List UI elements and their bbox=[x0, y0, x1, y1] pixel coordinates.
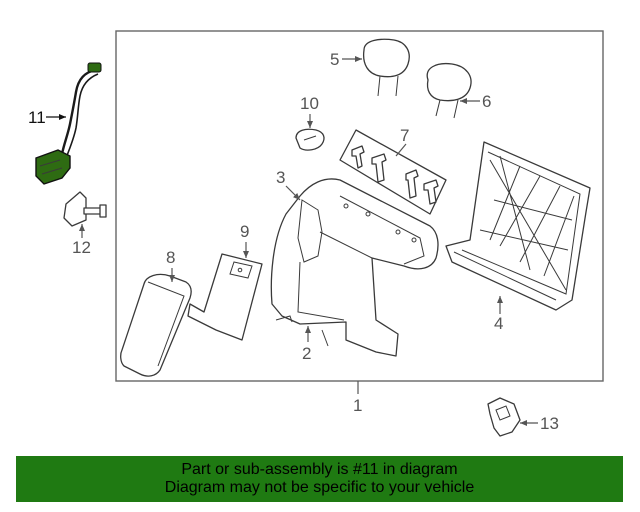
seat-frame-4-wires bbox=[479, 155, 575, 291]
headrest-5-post-b bbox=[395, 75, 399, 97]
callout-12: 12 bbox=[72, 238, 91, 257]
seat-back-2-clip-a bbox=[275, 315, 293, 323]
part-7-guide-set[interactable] bbox=[339, 129, 447, 215]
seat-frame-4-inner bbox=[461, 151, 581, 295]
banner-line-1: Part or sub-assembly is #11 in diagram bbox=[181, 461, 458, 478]
bracket-12-body bbox=[63, 191, 87, 227]
headrest-5-pad bbox=[362, 38, 410, 78]
seat-back-3-center bbox=[297, 231, 373, 321]
callout-4: 4 bbox=[494, 314, 503, 333]
headrest-5-post-a bbox=[377, 75, 381, 97]
seat-back-3-bolster bbox=[297, 199, 323, 263]
seat-back-3-shell bbox=[270, 178, 439, 357]
callout-7: 7 bbox=[400, 126, 409, 145]
part-6-headrest[interactable] bbox=[426, 62, 472, 119]
bolt-12-head bbox=[99, 204, 107, 218]
headrest-6-pad bbox=[426, 62, 472, 102]
seat-back-3-hole-a bbox=[343, 203, 349, 209]
leader-7 bbox=[395, 143, 407, 157]
bracket-9-plate bbox=[187, 253, 263, 341]
guide-7-b bbox=[371, 153, 387, 183]
bracket-13-tab bbox=[495, 405, 511, 421]
callout-2: 2 bbox=[302, 344, 311, 363]
callout-6: 6 bbox=[482, 92, 491, 111]
part-8-armrest[interactable] bbox=[120, 273, 192, 377]
part-3-seat-back[interactable] bbox=[270, 178, 439, 357]
assembly-frame bbox=[115, 30, 604, 382]
callout-11: 11 bbox=[28, 108, 46, 127]
bracket-9-hole bbox=[237, 267, 243, 273]
armrest-8-edge bbox=[147, 281, 185, 367]
headrest-6-post-b bbox=[453, 99, 459, 119]
callout-3: 3 bbox=[276, 168, 285, 187]
bracket-9-slot bbox=[229, 261, 253, 279]
part-13-bracket[interactable] bbox=[487, 397, 521, 437]
part-12-bracket-bolt[interactable] bbox=[63, 191, 107, 227]
seat-back-3-wing bbox=[339, 195, 425, 265]
bolt-12-shaft bbox=[83, 207, 103, 215]
wire-top-connector bbox=[87, 62, 102, 73]
banner-line-2: Diagram may not be specific to your vehi… bbox=[164, 479, 475, 496]
guide-7-c bbox=[405, 169, 419, 199]
seat-back-3-hole-c bbox=[395, 229, 401, 235]
part-5-headrest[interactable] bbox=[362, 38, 410, 97]
callout-13: 13 bbox=[540, 414, 559, 433]
seat-back-3-hole-b bbox=[365, 211, 371, 217]
callout-9: 9 bbox=[240, 222, 249, 241]
guide-set-7-card bbox=[339, 129, 447, 215]
wire-harness-cable-2 bbox=[65, 73, 99, 159]
guide-10-slot bbox=[303, 135, 317, 141]
part-9-bracket[interactable] bbox=[187, 253, 263, 341]
headrest-6-post-a bbox=[435, 99, 441, 117]
bracket-13-body bbox=[487, 397, 521, 437]
seat-frame-4-bar bbox=[453, 251, 557, 301]
part-10-guide[interactable] bbox=[295, 128, 325, 151]
seat-back-3-hole-d bbox=[411, 237, 417, 243]
armrest-8-top bbox=[120, 273, 192, 377]
parts-diagram: 11 12 5 6 10 7 bbox=[28, 30, 604, 437]
callout-1: 1 bbox=[353, 396, 362, 415]
part-4-seat-frame[interactable] bbox=[445, 141, 591, 311]
guide-7-d bbox=[423, 179, 439, 205]
guide-10-body bbox=[295, 128, 325, 151]
callout-10: 10 bbox=[300, 94, 319, 113]
connector-detail bbox=[39, 159, 63, 175]
leader-3 bbox=[285, 185, 301, 201]
wire-main-connector bbox=[35, 149, 71, 185]
info-banner: Part or sub-assembly is #11 in diagram D… bbox=[16, 456, 623, 502]
part-11-wire-harness[interactable] bbox=[35, 62, 102, 185]
guide-7-a bbox=[351, 145, 365, 169]
callout-8: 8 bbox=[166, 248, 175, 267]
seat-back-2-clip-b bbox=[321, 329, 329, 347]
callout-5: 5 bbox=[330, 50, 339, 69]
